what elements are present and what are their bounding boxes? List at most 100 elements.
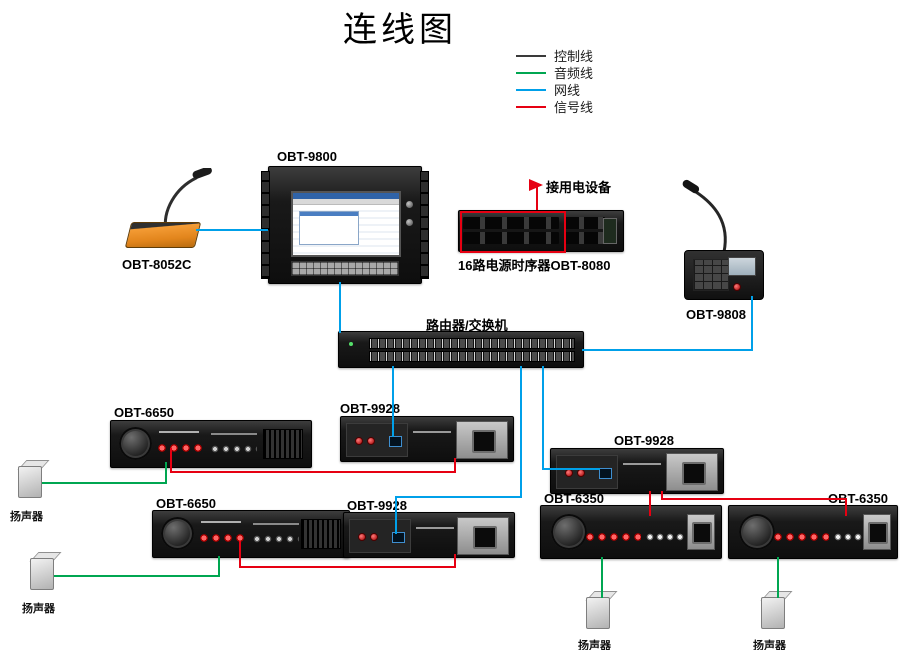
- io-panel: [346, 423, 408, 457]
- panel-text: [253, 523, 299, 525]
- device-obt-9808: [680, 178, 766, 302]
- binding-posts: [199, 533, 247, 543]
- vent-grille: [263, 429, 303, 459]
- control-knobs: [253, 535, 299, 543]
- ethernet-port: [599, 468, 612, 479]
- audio-line-swatch: [516, 71, 546, 74]
- power-socket: [473, 526, 497, 549]
- binding-posts: [157, 443, 205, 453]
- power-outlet-grid: [565, 214, 605, 246]
- label-obt-6350-1: OBT-6350: [544, 491, 604, 506]
- wire-audio: [54, 556, 220, 577]
- panel-text: [159, 431, 199, 433]
- ethernet-port: [389, 436, 402, 447]
- ethernet-port-row: [369, 351, 575, 362]
- label-speaker-4: 扬声器: [753, 640, 786, 650]
- keypad: [693, 259, 729, 291]
- outlet-row: [565, 217, 605, 229]
- audio-terminal: [565, 469, 573, 477]
- status-led: [349, 342, 353, 346]
- device-obt-9928-1: [340, 416, 514, 462]
- device-obt-9928-3: [343, 512, 515, 558]
- panel-text: [623, 463, 661, 465]
- label-router-switch: 路由器/交换机: [426, 318, 508, 333]
- legend-item-control: 控制线: [516, 47, 593, 64]
- signal-line-swatch: [516, 105, 546, 108]
- legend-item-network: 网线: [516, 81, 593, 98]
- annotation-power-devices: 接用电设备: [546, 180, 612, 195]
- power-socket: [692, 522, 712, 544]
- device-obt-9800: [261, 166, 429, 284]
- binding-posts: [585, 532, 641, 542]
- ethernet-port: [392, 532, 405, 543]
- legend-label-network: 网线: [554, 83, 581, 98]
- power-socket: [682, 462, 706, 485]
- speaker-front: [586, 597, 610, 629]
- volume-knob: [119, 427, 152, 460]
- device-obt-8052c: [124, 168, 228, 256]
- power-panel: [666, 453, 718, 491]
- host-keyboard: [291, 261, 399, 276]
- label-obt-8080: 16路电源时序器OBT-8080: [458, 258, 611, 273]
- wire-network: [582, 296, 753, 351]
- outlet-row: [565, 232, 605, 244]
- host-screen: [291, 191, 401, 257]
- label-obt-6350-2: OBT-6350: [828, 491, 888, 506]
- power-panel: [457, 517, 509, 555]
- console-base: [684, 250, 764, 300]
- audio-terminal: [367, 437, 375, 445]
- screen-subwindow: [299, 211, 359, 245]
- label-speaker-3: 扬声器: [578, 640, 611, 650]
- label-obt-9928-2: OBT-9928: [614, 433, 674, 448]
- label-speaker-1: 扬声器: [10, 511, 43, 523]
- device-obt-6350-1: [540, 505, 722, 559]
- speaker-front: [761, 597, 785, 629]
- network-line-swatch: [516, 88, 546, 91]
- legend-label-audio: 音频线: [554, 66, 594, 81]
- control-line-swatch: [516, 54, 546, 57]
- io-panel: [556, 455, 618, 489]
- volume-knob: [739, 514, 775, 550]
- audio-terminal: [355, 437, 363, 445]
- rack-rail: [261, 171, 270, 279]
- wall-speaker: [17, 460, 50, 500]
- screen-body: [293, 205, 399, 254]
- knob: [406, 219, 413, 226]
- screen-toolbar: [293, 199, 399, 205]
- wall-speaker: [585, 591, 618, 631]
- binding-posts: [773, 532, 829, 542]
- legend-item-signal: 信号线: [516, 98, 593, 115]
- highlight-frame: [460, 211, 566, 253]
- sequencer-display: [603, 218, 617, 244]
- device-obt-6350-2: [728, 505, 898, 559]
- power-socket: [868, 522, 888, 544]
- screen-titlebar: [293, 193, 399, 199]
- speaker-front: [18, 466, 42, 498]
- talk-button: [733, 283, 741, 291]
- label-obt-8052c: OBT-8052C: [122, 257, 192, 272]
- label-speaker-2: 扬声器: [22, 603, 55, 615]
- wall-speaker: [760, 591, 793, 631]
- page-title: 连线图: [343, 12, 457, 49]
- volume-knob: [161, 517, 194, 550]
- power-socket: [472, 430, 496, 453]
- audio-terminal: [370, 533, 378, 541]
- vent-grille: [301, 519, 341, 549]
- device-obt-9928-2: [550, 448, 724, 494]
- device-router-switch: [338, 331, 584, 368]
- panel-text: [413, 431, 451, 433]
- label-obt-6650-1: OBT-6650: [114, 405, 174, 420]
- device-obt-6650-1: [110, 420, 312, 468]
- wall-speaker: [29, 552, 62, 592]
- mic-base: [124, 222, 202, 248]
- console-screen: [728, 257, 756, 276]
- panel-text: [211, 433, 257, 435]
- label-obt-6650-2: OBT-6650: [156, 496, 216, 511]
- label-obt-9800: OBT-9800: [277, 149, 337, 164]
- label-obt-9928-1: OBT-9928: [340, 401, 400, 416]
- control-knobs: [211, 445, 257, 453]
- rca-inputs: [645, 532, 685, 542]
- rca-inputs: [833, 532, 873, 542]
- label-obt-9928-3: OBT-9928: [347, 498, 407, 513]
